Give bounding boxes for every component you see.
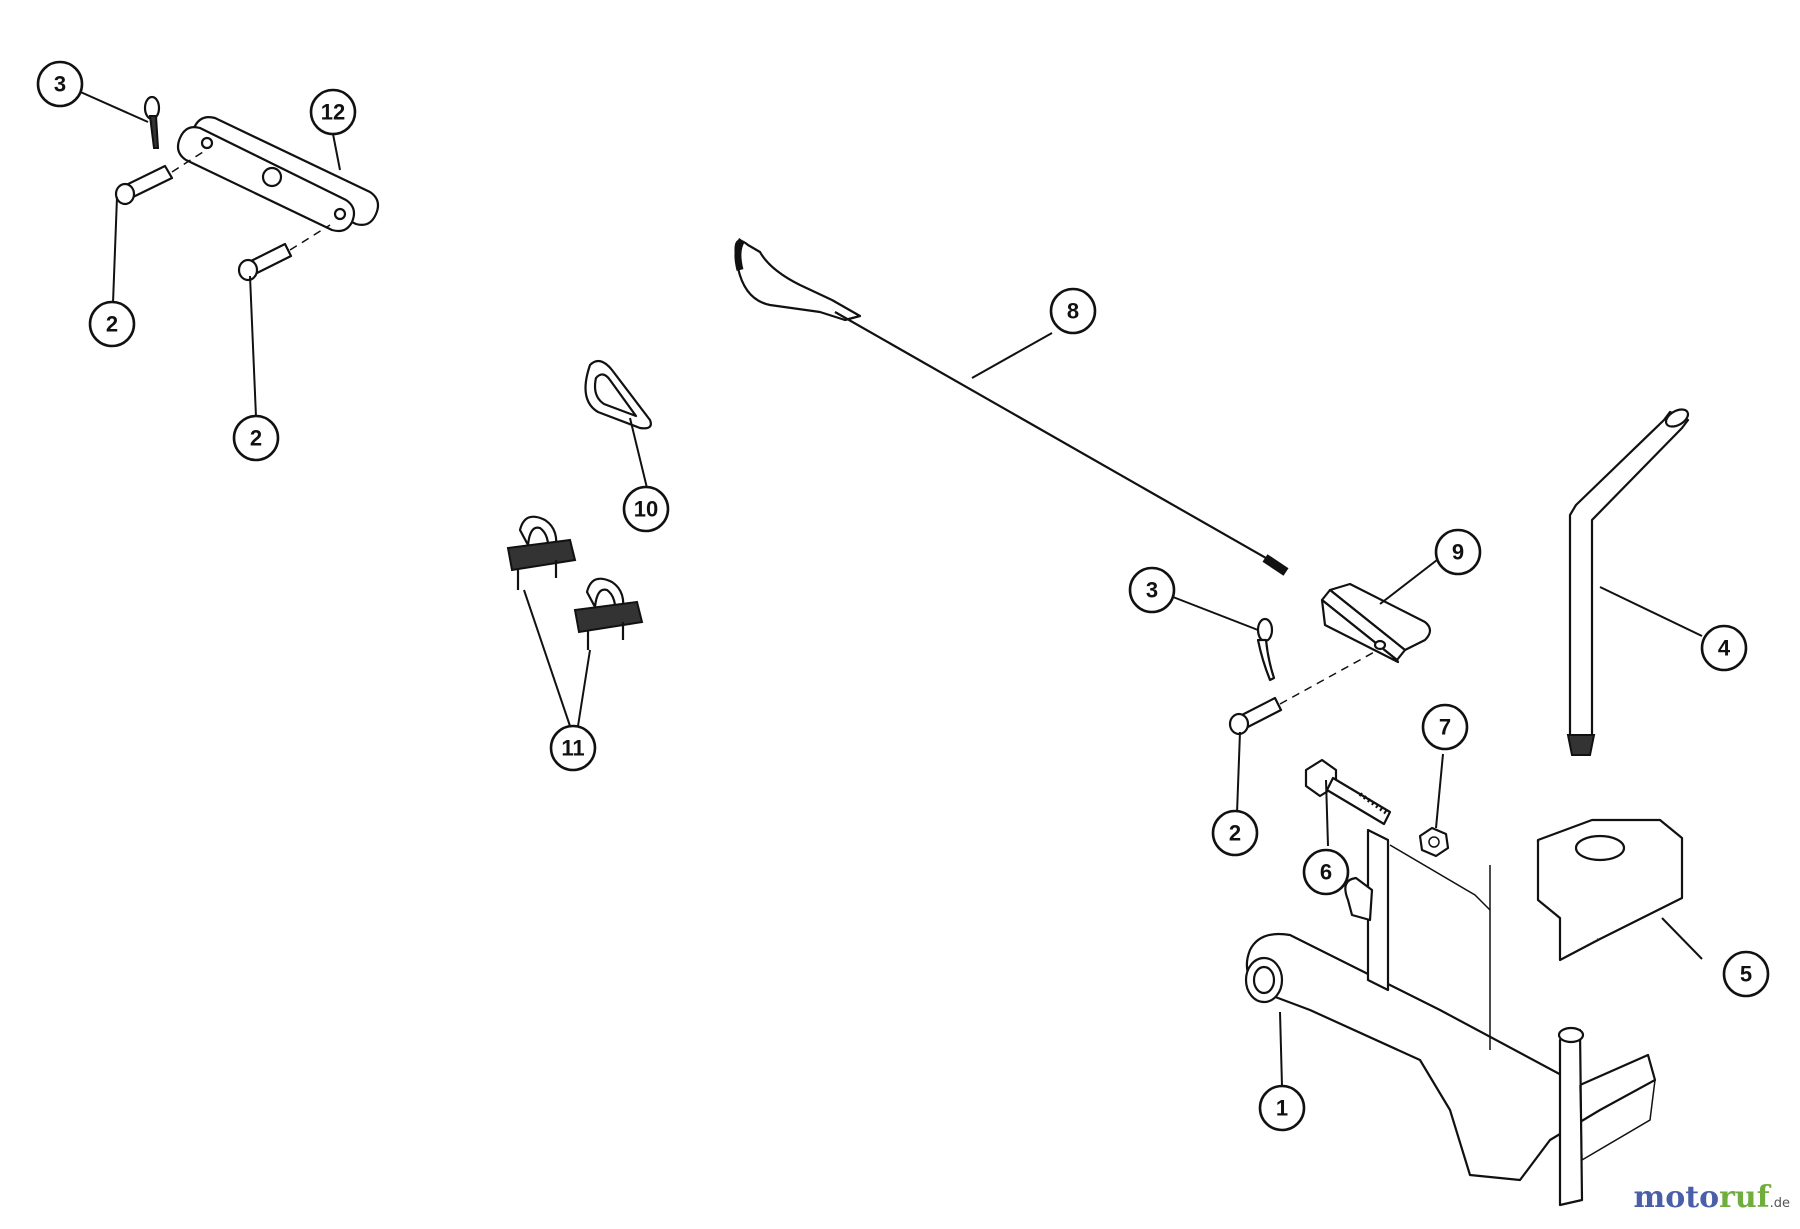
svg-text:10: 10	[634, 497, 658, 522]
callout-10: 10	[622, 485, 670, 533]
callout-12: 12	[309, 88, 357, 136]
callout-8: 8	[1049, 287, 1097, 335]
callout-9: 9	[1434, 528, 1482, 576]
watermark-part-1: moto	[1633, 1180, 1720, 1215]
callout-3: 3	[1128, 566, 1176, 614]
svg-text:12: 12	[321, 100, 345, 125]
wire-rope-clip-part	[506, 515, 577, 590]
thimble-part	[584, 359, 652, 430]
wire-rope-clip-part	[573, 577, 644, 650]
svg-text:11: 11	[561, 736, 584, 761]
callout-11: 11	[549, 724, 597, 772]
callout-2: 2	[88, 300, 136, 348]
cotter-pin-part	[143, 95, 161, 149]
callout-4: 4	[1700, 624, 1748, 672]
bolt-part	[1304, 758, 1392, 826]
callout-2: 2	[232, 414, 280, 462]
svg-text:8: 8	[1067, 299, 1079, 324]
clevis-part	[1320, 582, 1432, 664]
svg-text:3: 3	[54, 72, 66, 97]
bracket-block-part	[1536, 818, 1684, 962]
hitch-frame-part	[1244, 828, 1657, 1207]
callout-5: 5	[1722, 950, 1770, 998]
callout-2: 2	[1211, 809, 1259, 857]
callout-3: 3	[36, 60, 84, 108]
svg-text:2: 2	[106, 312, 118, 337]
clevis-pin-part	[237, 224, 331, 282]
link-plates-part	[176, 116, 380, 233]
svg-text:9: 9	[1452, 540, 1464, 565]
callout-7: 7	[1421, 703, 1469, 751]
watermark-logo: motoruf.de	[1633, 1180, 1790, 1215]
callout-1: 1	[1258, 1084, 1306, 1132]
nut-part	[1418, 826, 1450, 858]
handle-part	[1566, 408, 1690, 756]
cable-assembly-part	[734, 237, 1289, 576]
clevis-pin-part	[1228, 649, 1379, 736]
svg-text:6: 6	[1320, 860, 1332, 885]
svg-text:2: 2	[250, 426, 262, 451]
svg-text:4: 4	[1718, 636, 1731, 661]
svg-text:1: 1	[1276, 1096, 1288, 1121]
leader-lines	[75, 89, 1703, 1087]
watermark-suffix: .de	[1769, 1196, 1790, 1211]
svg-text:2: 2	[1229, 821, 1241, 846]
svg-text:7: 7	[1439, 715, 1451, 740]
svg-text:5: 5	[1740, 962, 1752, 987]
clevis-pin-part	[114, 149, 207, 206]
callout-6: 6	[1302, 848, 1350, 896]
watermark-part-2: ruf	[1719, 1180, 1770, 1215]
svg-text:3: 3	[1146, 578, 1158, 603]
cotter-pin-part	[1256, 617, 1276, 682]
